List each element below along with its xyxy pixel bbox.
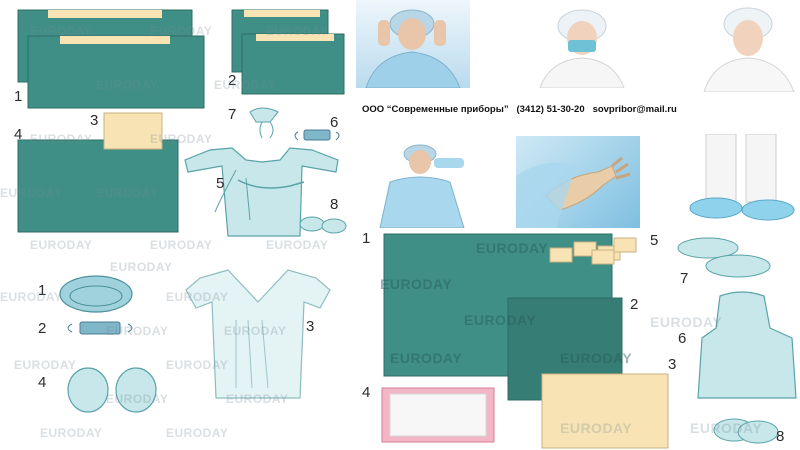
gown-set-illustration [59, 269, 331, 413]
watermark: EURODAY [30, 132, 93, 146]
shoe-cover-4a [67, 367, 109, 413]
company-email: sovpribor@mail.ru [592, 104, 677, 115]
photo-woman-cap [696, 0, 800, 92]
photo-man-gown [372, 140, 472, 228]
drape-2-front [241, 33, 345, 95]
watermark: EURODAY [224, 324, 287, 338]
shoe-cover-8a [299, 216, 325, 232]
mask-2 [79, 321, 121, 335]
label-c6: 6 [678, 330, 687, 347]
sheet-3 [103, 112, 163, 150]
watermark: EURODAY [690, 420, 763, 436]
shoe-cover-4b [115, 367, 157, 413]
watermark: EURODAY [106, 324, 169, 338]
watermark: EURODAY [110, 260, 173, 274]
watermark: EURODAY [266, 238, 329, 252]
label-c8: 8 [776, 428, 785, 445]
mask-6 [303, 129, 331, 141]
watermark: EURODAY [150, 132, 213, 146]
label-b3: 3 [306, 318, 315, 335]
watermark: EURODAY [150, 238, 213, 252]
label-2: 2 [228, 72, 237, 89]
watermark: EURODAY [30, 24, 93, 38]
watermark: EURODAY [106, 392, 169, 406]
gown-5 [184, 147, 339, 237]
label-8: 8 [330, 196, 339, 213]
kit-cover-8b [737, 420, 779, 444]
drape-4 [17, 139, 179, 233]
kit-cover-7b [705, 254, 771, 278]
watermark: EURODAY [214, 78, 277, 92]
watermark: EURODAY [0, 186, 63, 200]
label-b4: 4 [38, 374, 47, 391]
kit-pad-5a [549, 247, 573, 263]
kit-sheet-3 [541, 373, 669, 449]
watermark: EURODAY [166, 290, 229, 304]
watermark: EURODAY [266, 24, 329, 38]
watermark: EURODAY [650, 314, 723, 330]
label-c4: 4 [362, 384, 371, 401]
drape-1-front-strip [60, 36, 170, 44]
label-4: 4 [14, 126, 23, 143]
watermark: EURODAY [226, 392, 289, 406]
watermark: EURODAY [560, 350, 633, 366]
label-c3: 3 [668, 356, 677, 373]
watermark: EURODAY [96, 78, 159, 92]
watermark: EURODAY [14, 358, 77, 372]
label-c5: 5 [650, 232, 659, 249]
watermark: EURODAY [464, 312, 537, 328]
watermark: EURODAY [40, 426, 103, 440]
photo-shoe-covers [686, 134, 800, 224]
drape-set-illustration [17, 9, 347, 237]
label-c7: 7 [680, 270, 689, 287]
watermark: EURODAY [476, 240, 549, 256]
cap-7 [249, 107, 279, 123]
watermark: EURODAY [150, 24, 213, 38]
photo-woman-mask [530, 0, 630, 88]
label-b2: 2 [38, 320, 47, 337]
label-c1: 1 [362, 230, 371, 247]
label-1: 1 [14, 88, 23, 105]
kit-apron-6 [697, 291, 797, 399]
sterile-kit-illustration [381, 233, 797, 449]
gown-3 [185, 269, 331, 399]
watermark: EURODAY [30, 238, 93, 252]
label-5: 5 [216, 175, 225, 192]
label-6: 6 [330, 114, 339, 131]
label-b1: 1 [38, 282, 47, 299]
label-7: 7 [228, 106, 237, 123]
photo-man-cap [356, 0, 470, 88]
watermark: EURODAY [0, 290, 63, 304]
watermark: EURODAY [96, 186, 159, 200]
company-phone: (3412) 51-30-20 [516, 104, 585, 115]
company-name: ООО “Современные приборы” [362, 104, 509, 115]
watermark: EURODAY [380, 276, 453, 292]
company-header: ООО “Современные приборы” (3412) 51-30-2… [362, 104, 792, 115]
drape-1-front [27, 35, 205, 109]
shoe-cover-8b [321, 218, 347, 234]
kit-cover-7a [677, 237, 739, 259]
drape-1-back-strip [48, 10, 162, 18]
photo-gloves [516, 136, 640, 228]
watermark: EURODAY [560, 420, 633, 436]
label-3: 3 [90, 112, 99, 129]
watermark: EURODAY [390, 350, 463, 366]
watermark: EURODAY [166, 426, 229, 440]
label-c2: 2 [630, 296, 639, 313]
watermark: EURODAY [166, 358, 229, 372]
